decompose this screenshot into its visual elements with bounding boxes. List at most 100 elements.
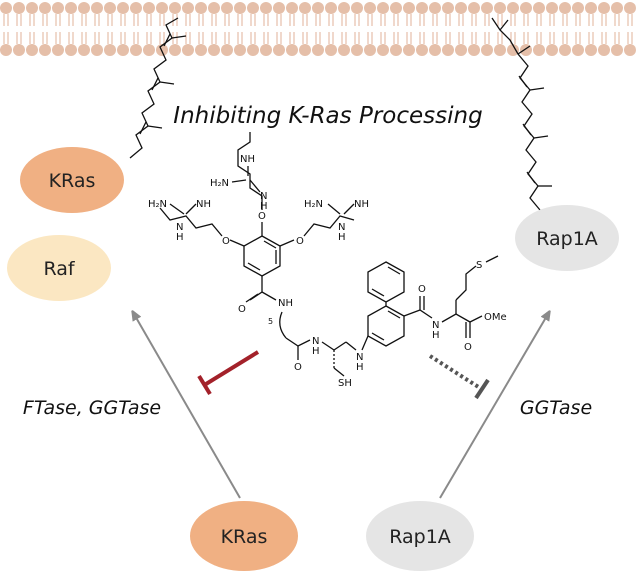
- lipid-head: [299, 44, 311, 56]
- arrow-rap1a-processing: [439, 314, 548, 499]
- lipid-head: [91, 2, 103, 14]
- node-rap1a-cytosol: Rap1A: [366, 501, 474, 571]
- lipid-head: [403, 2, 415, 14]
- amide-nh: NH: [278, 298, 293, 309]
- lipid-head: [585, 44, 597, 56]
- lipid-head: [416, 44, 428, 56]
- amide2-h: H: [312, 346, 320, 357]
- lipid-head: [299, 2, 311, 14]
- lipid-head: [78, 2, 90, 14]
- lipid-head: [455, 44, 467, 56]
- lipid-head: [572, 44, 584, 56]
- guanidine-right-n: N: [338, 222, 345, 233]
- guanidine-right-h: H: [338, 232, 346, 243]
- node-raf: Raf: [7, 235, 111, 301]
- lipid-head: [221, 2, 233, 14]
- lipid-head: [481, 44, 493, 56]
- lipid-head: [52, 44, 64, 56]
- lipid-head: [429, 44, 441, 56]
- lipid-head: [104, 44, 116, 56]
- lipid-head: [13, 44, 25, 56]
- lipid-head: [273, 44, 285, 56]
- lipid-head: [260, 2, 272, 14]
- node-rap1a-cytosol-label: Rap1A: [389, 526, 451, 548]
- prenyl-chain-left: [129, 17, 187, 159]
- lipid-head: [364, 2, 376, 14]
- ome: OMe: [484, 312, 507, 323]
- lipid-head: [273, 2, 285, 14]
- lipid-head: [429, 2, 441, 14]
- guanidine-left-n: N: [176, 222, 183, 233]
- lipid-head: [104, 2, 116, 14]
- lipid-head: [169, 44, 181, 56]
- cell-membrane: [0, 2, 636, 56]
- sh: SH: [338, 378, 352, 389]
- guanidine-left-h2n: H₂N: [148, 199, 167, 210]
- lipid-head: [0, 44, 12, 56]
- lipid-head: [338, 44, 350, 56]
- lipid-head: [494, 44, 506, 56]
- lipid-head: [351, 2, 363, 14]
- arrow-kras-processing: [134, 314, 241, 499]
- node-kras-cytosol-label: KRas: [221, 526, 268, 548]
- lipid-head: [507, 2, 519, 14]
- inhibition-ggtase-partial: [428, 354, 490, 400]
- aniline-h: H: [356, 362, 364, 373]
- ether-o-mid: O: [258, 211, 266, 222]
- lipid-head: [364, 44, 376, 56]
- lipid-head: [546, 44, 558, 56]
- lipid-head: [260, 44, 272, 56]
- lipid-head: [117, 2, 129, 14]
- guanidine-right-h2n: H₂N: [304, 199, 323, 210]
- lipid-head: [481, 2, 493, 14]
- guanidine-top-h2n: H₂N: [210, 178, 229, 189]
- guanidine-right-nh: NH: [354, 199, 369, 210]
- lipid-head: [221, 44, 233, 56]
- inhibitor-molecule: O O O NH H₂N N H H₂N NH N H H₂N NH N H O: [148, 132, 507, 389]
- lipid-head: [26, 2, 38, 14]
- benzene-ring-lower: [367, 305, 405, 347]
- lipid-head: [624, 44, 636, 56]
- lipid-head: [26, 44, 38, 56]
- lipid-head: [624, 2, 636, 14]
- lipid-head: [390, 2, 402, 14]
- guanidine-left-nh: NH: [196, 199, 211, 210]
- lipid-head: [507, 44, 519, 56]
- lipid-head: [468, 44, 480, 56]
- lipid-head: [13, 2, 25, 14]
- lipid-head: [117, 44, 129, 56]
- lipid-head: [208, 2, 220, 14]
- lipid-head: [208, 44, 220, 56]
- lipid-head: [377, 2, 389, 14]
- lipid-head: [338, 2, 350, 14]
- node-kras-cytosol: KRas: [190, 501, 298, 571]
- lipid-head: [533, 44, 545, 56]
- lipid-head: [559, 2, 571, 14]
- amide3-h: H: [432, 330, 440, 341]
- lipid-head: [442, 2, 454, 14]
- lipid-head: [611, 44, 623, 56]
- lipid-head: [598, 44, 610, 56]
- node-raf-label: Raf: [43, 258, 75, 280]
- lipid-head: [52, 2, 64, 14]
- ether-o-left: O: [222, 236, 230, 247]
- lipid-head: [286, 2, 298, 14]
- lipid-head: [312, 2, 324, 14]
- lipid-head: [169, 2, 181, 14]
- lipid-head: [468, 2, 480, 14]
- lipid-head: [546, 2, 558, 14]
- amide3-o: O: [418, 284, 426, 295]
- node-rap1a-membrane-label: Rap1A: [536, 228, 598, 250]
- sulfur: S: [476, 260, 482, 271]
- lipid-head: [611, 2, 623, 14]
- lipid-head: [325, 44, 337, 56]
- lipid-head: [130, 44, 142, 56]
- lipid-head: [182, 2, 194, 14]
- lipid-head: [182, 44, 194, 56]
- amide2-nh: N: [312, 336, 319, 347]
- lipid-head: [234, 44, 246, 56]
- lipid-head: [286, 44, 298, 56]
- lipid-head: [195, 44, 207, 56]
- lipid-head: [416, 2, 428, 14]
- lipid-head: [598, 2, 610, 14]
